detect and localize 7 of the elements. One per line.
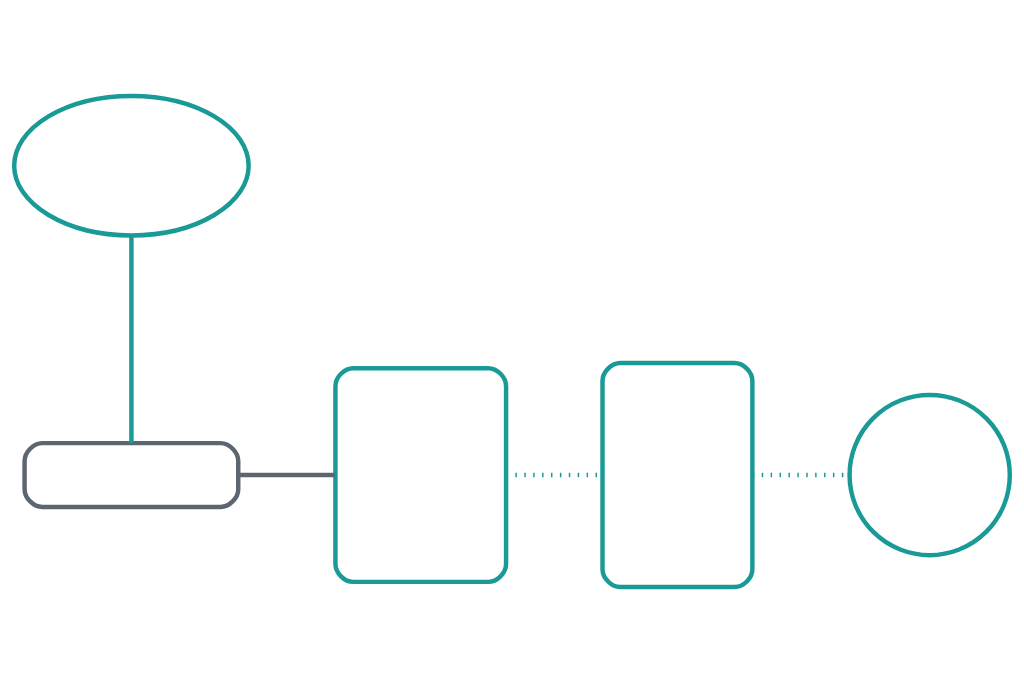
node-circle <box>847 392 1013 558</box>
node-box <box>22 440 241 510</box>
connector <box>129 235 134 444</box>
connector <box>238 472 335 478</box>
node-box <box>600 360 755 590</box>
node-box <box>333 366 509 585</box>
node-cloud <box>11 93 251 238</box>
